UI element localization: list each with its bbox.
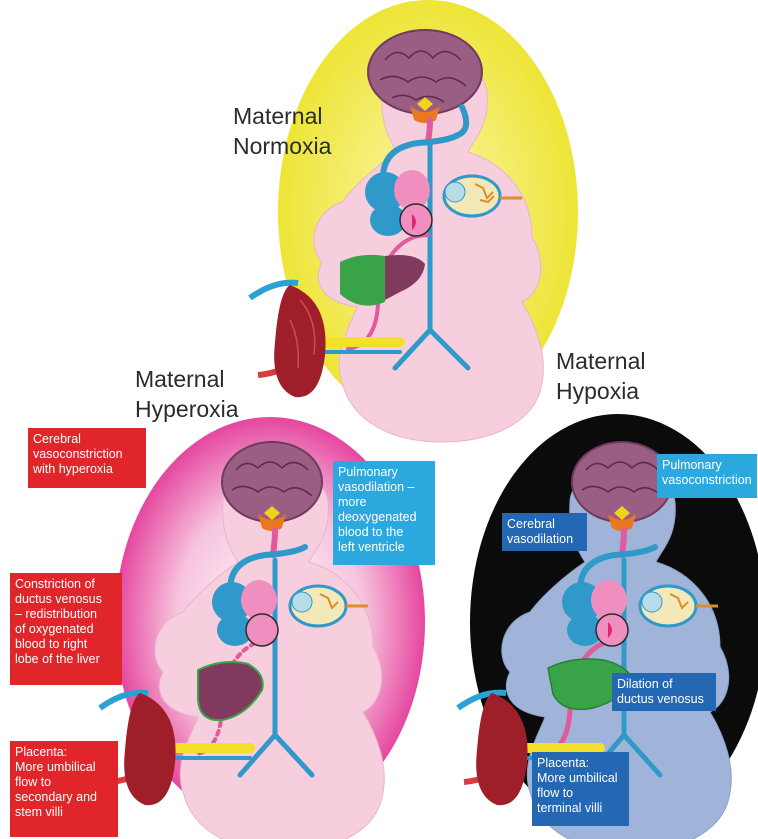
callout-pulmonary-vasoconstriction: Pulmonary vasoconstriction [657,454,757,498]
callout-pulmonary-vasodilation: Pulmonary vasodilation – more deoxygenat… [333,461,435,565]
heading-hypoxia: Maternal Hypoxia [556,346,645,406]
callout-placenta-hypoxia: Placenta: More umbilical flow to termina… [532,752,629,826]
panel-normoxia [250,0,578,442]
callout-cerebral-vasodilation: Cerebral vasodilation [502,513,587,551]
heading-normoxia: Maternal Normoxia [233,101,331,161]
callout-ductus-dilation: Dilation of ductus venosus [612,673,716,711]
callout-placenta-hyperoxia: Placenta: More umbilical flow to seconda… [10,741,118,837]
heart-icon [562,580,628,646]
heading-hyperoxia: Maternal Hyperoxia [135,364,239,424]
heart-icon [212,580,278,646]
callout-cerebral-vasoconstriction: Cerebral vasoconstriction with hyperoxia [28,428,146,488]
heart-icon [365,170,432,236]
callout-ductus-constriction: Constriction of ductus venosus – redistr… [10,573,122,685]
